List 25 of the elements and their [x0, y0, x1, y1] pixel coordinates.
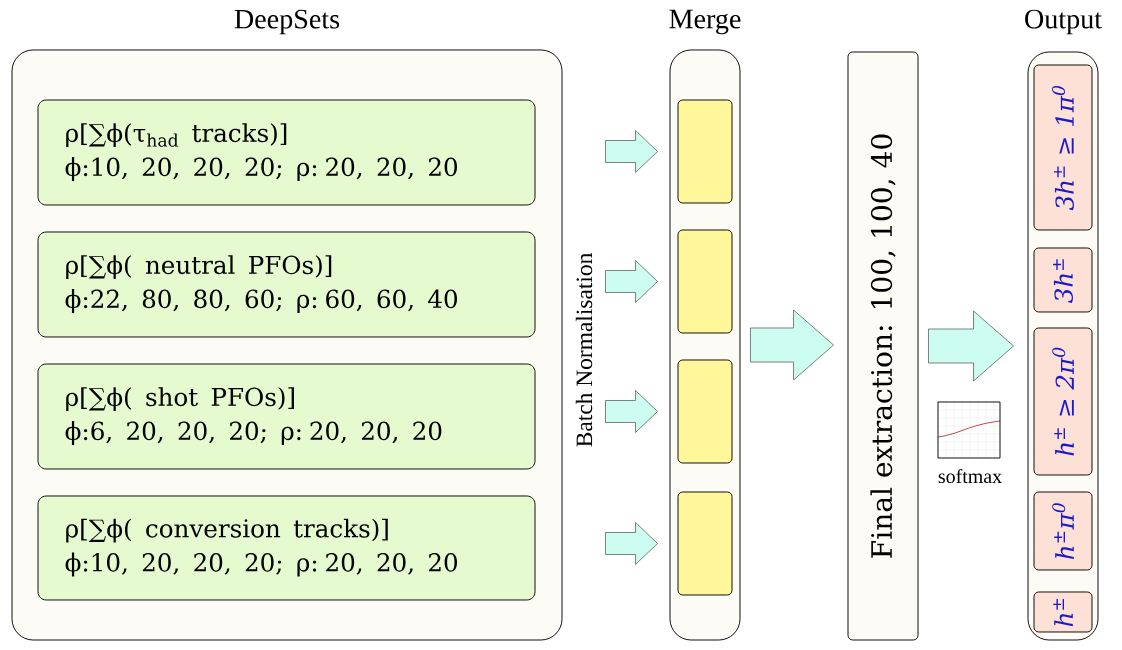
merge-slot	[677, 359, 733, 464]
panel-heading: Merge	[669, 9, 741, 35]
extraction-label: Final extraction: 100, 100, 40	[870, 134, 896, 558]
block-arrow	[605, 260, 658, 303]
output-label: h$^{±}$ ≥ 2π$^{0}$	[1052, 347, 1074, 456]
block-arrow	[928, 310, 1014, 382]
block-arrow	[605, 390, 658, 433]
panel-heading: DeepSets	[234, 9, 340, 35]
block-arrow	[605, 522, 658, 565]
caption-text: softmax	[938, 468, 1002, 484]
layer-box: ρ[∑ϕ(τ$_{had}$ tracks)] ϕ:10, 20, 20, 20; ρ: 20, 20, 20	[37, 99, 536, 206]
block-arrow	[605, 130, 658, 173]
output-label: 3h$^{±}$	[1053, 259, 1073, 303]
output-label: h$^{±}$	[1053, 598, 1073, 627]
block-arrow	[750, 309, 834, 381]
panel-heading: Output	[1025, 9, 1102, 35]
merge-slot	[677, 99, 733, 204]
output-label: h$^{±}$π$^{0}$	[1052, 503, 1074, 560]
rotated-label: Batch Normalisation	[575, 253, 593, 447]
merge-slot	[677, 229, 733, 334]
layer-box: ρ[∑ϕ( shot PFOs)] ϕ:6, 20, 20, 20; ρ: 20, 20, 20	[37, 363, 536, 470]
merge-slot	[677, 491, 733, 596]
layer-box: ρ[∑ϕ( conversion tracks)] ϕ:10, 20, 20, 20; ρ: 20, 20, 20	[37, 495, 536, 601]
output-label: 3h$^{±}$ ≥ 1π$^{0}$	[1052, 85, 1074, 211]
layer-box: ρ[∑ϕ( neutral PFOs)] ϕ:22, 80, 80, 60; ρ: 60, 60, 40	[37, 231, 536, 338]
